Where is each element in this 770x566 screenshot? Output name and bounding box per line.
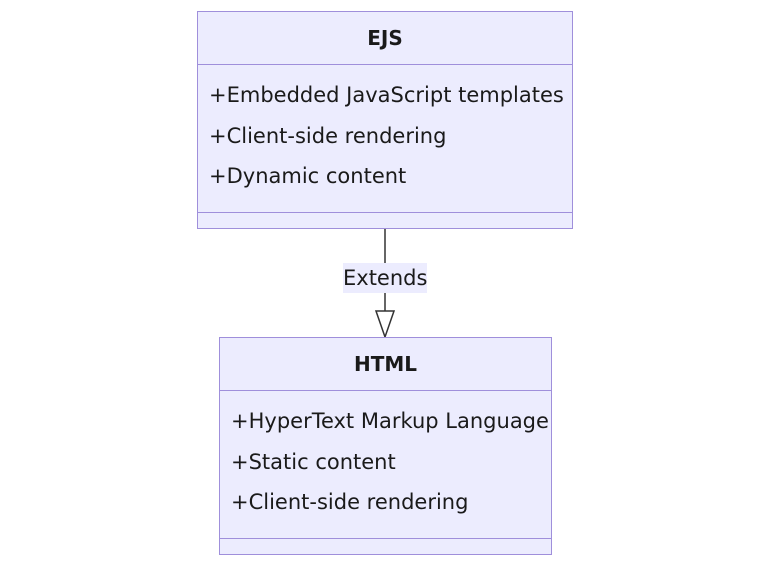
attribute-item: +Static content	[231, 449, 396, 474]
attribute-item: +Dynamic content	[209, 164, 407, 188]
attribute-item: +Client-side rendering	[231, 490, 469, 514]
class-title-html: HTML	[220, 338, 551, 391]
class-title-ejs: EJS	[198, 12, 572, 65]
attribute-item: +Embedded JavaScript templates	[209, 83, 564, 107]
method-section-html	[220, 539, 551, 554]
attribute-item: +HyperText Markup Language	[231, 409, 549, 433]
inheritance-arrowhead	[374, 310, 396, 340]
method-section-ejs	[198, 213, 572, 228]
relation-label: Extends	[343, 263, 427, 293]
attribute-list-ejs: +Embedded JavaScript templates +Client-s…	[198, 65, 572, 213]
attribute-list-html: +HyperText Markup Language +Static conte…	[220, 391, 551, 539]
class-box-html: HTML +HyperText Markup Language +Static …	[219, 337, 552, 555]
class-box-ejs: EJS +Embedded JavaScript templates +Clie…	[197, 11, 573, 229]
attribute-item: +Client-side rendering	[209, 123, 447, 148]
